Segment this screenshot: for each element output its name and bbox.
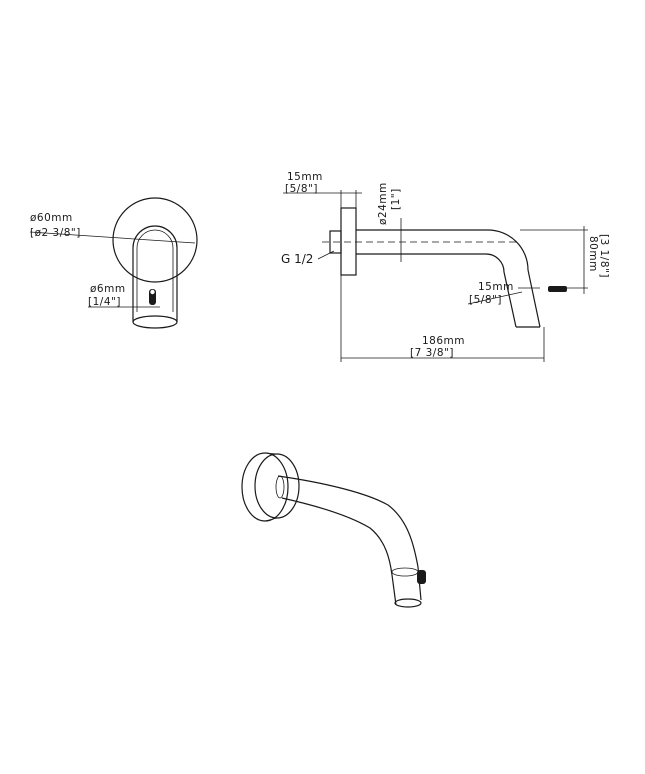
side-thread-label: G 1/2 <box>281 252 313 266</box>
side-flange <box>340 207 357 276</box>
front-aerator-dim-mm: ø6mm <box>90 283 126 295</box>
persp-spout-root <box>275 475 285 499</box>
persp-flange-back <box>241 452 289 522</box>
side-height-dim-in: [3 1/8"] <box>598 234 610 278</box>
persp-aerator-knob <box>417 570 426 584</box>
front-flange-dim-mm: ø60mm <box>30 212 73 224</box>
side-pipe-dim-mm: ø24mm <box>377 182 389 225</box>
side-pipe-dim-in: [1"] <box>390 188 402 210</box>
front-aerator-hole <box>150 289 155 295</box>
side-height-dim-mm: 80mm <box>587 236 599 272</box>
side-thread-leader <box>317 250 335 260</box>
side-proj-dim-mm: 186mm <box>422 335 465 347</box>
persp-outlet-ring <box>391 567 419 577</box>
front-flange-dim-in: [ø2 3/8"] <box>30 227 81 239</box>
side-aerator-pin <box>548 286 567 292</box>
side-outlet-dim-mm: 15mm <box>478 281 514 293</box>
side-connector-stub <box>329 230 342 254</box>
front-outlet-ellipse <box>132 315 178 329</box>
side-proj-dim-in: [7 3/8"] <box>410 347 454 359</box>
persp-spout-top <box>277 475 419 568</box>
front-view: ø60mm [ø2 3/8"] ø6mm [1/4"] <box>29 197 198 329</box>
side-flange-dim-in: [5/8"] <box>285 183 318 195</box>
front-flange-dim-line <box>29 231 196 244</box>
side-flange-dim-mm: 15mm <box>287 171 323 183</box>
side-spout-inner <box>356 253 517 328</box>
side-view: 15mm [5/8"] ø24mm [1"] G 1/2 80mm [3 1/8… <box>281 171 610 362</box>
persp-outlet-mouth <box>394 598 422 608</box>
side-spout-outer <box>356 229 541 328</box>
persp-flange-front <box>254 453 300 519</box>
persp-spout-bottom <box>281 497 393 576</box>
front-spout-inner <box>136 229 174 312</box>
front-flange-circle <box>112 197 198 283</box>
perspective-view <box>241 452 426 608</box>
side-outlet-leader <box>467 291 523 305</box>
front-aerator-dim-in: [1/4"] <box>88 296 121 308</box>
persp-flange-rim <box>264 452 278 522</box>
